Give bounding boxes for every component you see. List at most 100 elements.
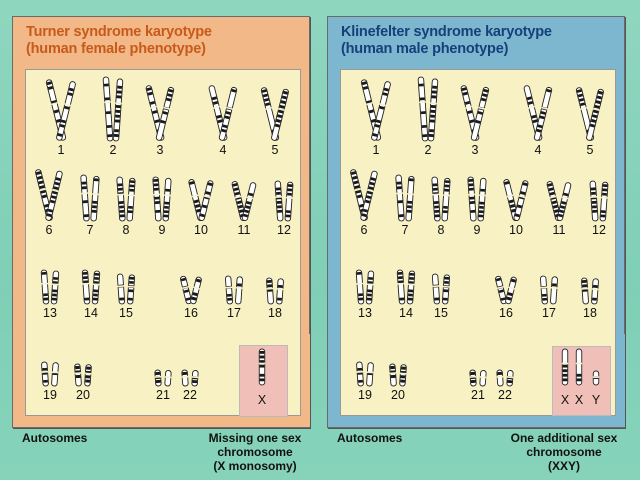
- right-chromosome-label-2: 2: [424, 143, 432, 157]
- klinefelter-x-chromosome-2: [575, 348, 583, 386]
- right-chromosome-label-16: 16: [499, 306, 513, 320]
- left-chromosome-label-12: 12: [277, 223, 291, 237]
- turner-autosomes-caption: Autosomes: [22, 431, 88, 445]
- klinefelter-sex-label-2: X: [574, 393, 584, 407]
- right-chromosome-drawing: [350, 76, 609, 387]
- right-chromosome-pair-13: [355, 269, 375, 305]
- klinefelter-y-chromosome: [592, 370, 600, 386]
- turner-sex-caption: Missing one sex chromosome (X monosomy): [196, 431, 314, 473]
- left-chromosome-label-2: 2: [109, 143, 117, 157]
- turner-sex-caption-line1: Missing one sex: [208, 431, 302, 445]
- right-chromosome-pair-6: [350, 169, 378, 221]
- right-chromosome-label-18: 18: [583, 306, 597, 320]
- klinefelter-title-line1: Klinefelter syndrome karyotype: [341, 24, 552, 40]
- right-chromosome-label-15: 15: [434, 306, 448, 320]
- klinefelter-sex-label-1: X: [560, 393, 570, 407]
- left-chromosome-pair-22: [181, 369, 199, 387]
- left-chromosome-label-13: 13: [43, 306, 57, 320]
- right-chromosome-label-6: 6: [360, 223, 368, 237]
- left-chromosome-label-16: 16: [184, 306, 198, 320]
- turner-title: Turner syndrome karyotype (human female …: [26, 24, 212, 58]
- left-chromosome-label-18: 18: [268, 306, 282, 320]
- left-chromosome-label-1: 1: [57, 143, 65, 157]
- left-chromosome-pair-2: [102, 76, 124, 142]
- right-chromosome-pair-21: [469, 369, 487, 387]
- turner-title-line1: Turner syndrome karyotype: [26, 24, 212, 40]
- right-chromosome-label-4: 4: [534, 143, 542, 157]
- klinefelter-sex-caption-line1: One additional sex: [510, 431, 618, 445]
- right-chromosome-pair-16: [495, 275, 517, 305]
- left-chromosome-label-10: 10: [194, 223, 208, 237]
- left-chromosome-label-22: 22: [183, 388, 197, 402]
- left-chromosome-label-17: 17: [227, 306, 241, 320]
- klinefelter-x-chromosome-1: [561, 348, 569, 386]
- left-chromosome-label-15: 15: [119, 306, 133, 320]
- left-chromosome-pair-3: [145, 85, 175, 141]
- right-chromosome-label-7: 7: [401, 223, 409, 237]
- left-chromosome-pair-15: [116, 273, 136, 305]
- left-chromosome-pair-6: [35, 169, 63, 221]
- right-chromosome-pair-7: [395, 174, 415, 222]
- right-chromosome-pair-15: [431, 273, 451, 305]
- left-chromosome-label-3: 3: [156, 143, 164, 157]
- turner-x-label: X: [257, 393, 267, 407]
- right-chromosome-pair-3: [460, 85, 490, 141]
- left-chromosome-label-11: 11: [237, 223, 251, 237]
- left-chromosome-pair-7: [80, 174, 100, 222]
- right-chromosome-label-11: 11: [552, 223, 566, 237]
- right-chromosome-pair-11: [546, 181, 572, 221]
- right-chromosome-label-1: 1: [372, 143, 380, 157]
- left-chromosome-label-19: 19: [43, 388, 57, 402]
- left-chromosome-pair-20: [74, 363, 92, 387]
- left-chromosome-label-9: 9: [158, 223, 166, 237]
- right-chromosome-label-10: 10: [509, 223, 523, 237]
- right-chromosome-pair-18: [581, 277, 599, 305]
- left-chromosome-pair-14: [81, 269, 101, 305]
- left-chromosome-pair-17: [225, 275, 243, 305]
- right-chromosome-label-14: 14: [399, 306, 413, 320]
- right-chromosome-pair-9: [467, 176, 487, 222]
- right-chromosome-label-5: 5: [586, 143, 594, 157]
- klinefelter-sex-caption: One additional sex chromosome (XXY): [496, 431, 632, 473]
- left-chromosome-label-4: 4: [219, 143, 227, 157]
- left-chromosome-label-7: 7: [86, 223, 94, 237]
- right-chromosome-label-22: 22: [498, 388, 512, 402]
- right-chromosome-pair-14: [396, 269, 416, 305]
- right-chromosome-pair-22: [496, 369, 514, 387]
- left-chromosome-label-6: 6: [45, 223, 53, 237]
- right-chromosome-label-13: 13: [358, 306, 372, 320]
- right-chromosome-label-17: 17: [542, 306, 556, 320]
- left-chromosome-pair-21: [154, 369, 172, 387]
- left-chromosome-pair-19: [41, 361, 59, 387]
- left-chromosome-drawing: [35, 76, 294, 387]
- right-chromosome-pair-20: [389, 363, 407, 387]
- klinefelter-autosomes-caption: Autosomes: [337, 431, 403, 445]
- right-chromosome-label-8: 8: [437, 223, 445, 237]
- left-chromosome-pair-11: [231, 181, 257, 221]
- right-chromosome-label-20: 20: [391, 388, 405, 402]
- left-chromosome-pair-10: [188, 179, 214, 221]
- right-chromosome-pair-17: [540, 275, 558, 305]
- right-chromosome-label-3: 3: [471, 143, 479, 157]
- left-chromosome-pair-13: [40, 269, 60, 305]
- right-chromosome-pair-10: [503, 179, 529, 221]
- klinefelter-title: Klinefelter syndrome karyotype (human ma…: [341, 24, 552, 58]
- right-chromosome-label-21: 21: [471, 388, 485, 402]
- klinefelter-sex-label-3: Y: [591, 393, 601, 407]
- turner-sex-caption-line2: chromosome: [217, 445, 293, 459]
- right-chromosome-pair-2: [417, 76, 439, 142]
- right-chromosome-pair-1: [360, 79, 391, 141]
- klinefelter-sex-caption-line3: (XXY): [547, 459, 580, 473]
- left-chromosome-label-8: 8: [122, 223, 130, 237]
- left-chromosome-pair-16: [180, 275, 202, 305]
- right-chromosome-label-9: 9: [473, 223, 481, 237]
- turner-sex-caption-line3: (X monosomy): [213, 459, 297, 473]
- right-chromosome-pair-5: [575, 87, 604, 141]
- right-chromosome-pair-19: [356, 361, 374, 387]
- left-chromosome-label-5: 5: [271, 143, 279, 157]
- left-chromosome-pair-12: [274, 180, 294, 222]
- left-chromosome-pair-18: [266, 277, 284, 305]
- left-chromosome-pair-5: [260, 87, 289, 141]
- left-chromosome-pair-9: [152, 176, 172, 222]
- right-chromosome-label-12: 12: [592, 223, 606, 237]
